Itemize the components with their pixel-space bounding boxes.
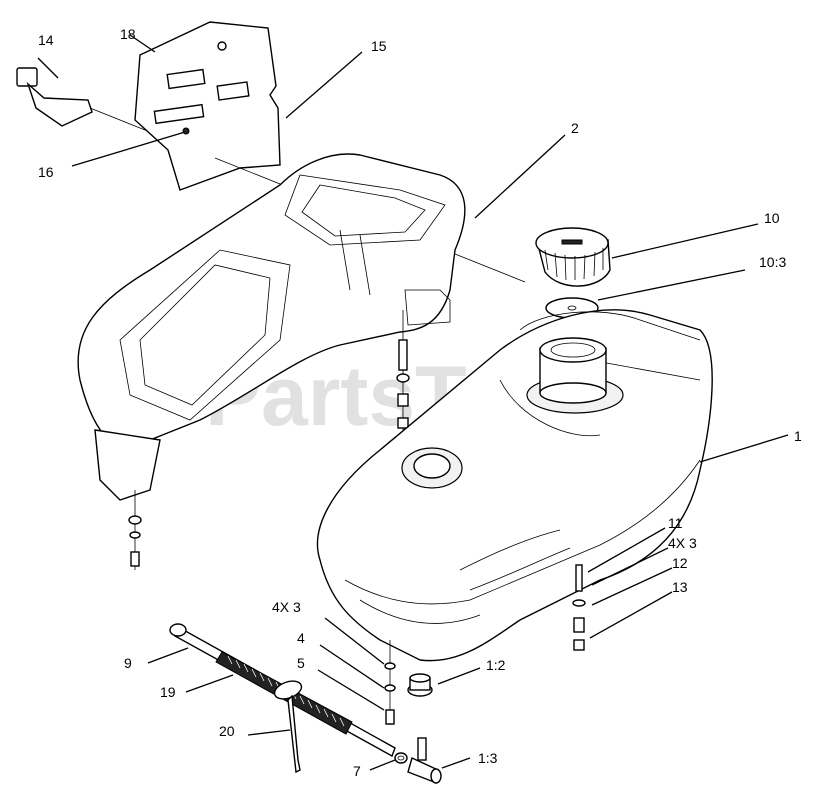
- leader-5: [317, 669, 385, 711]
- part-20-cable-tie: [273, 680, 303, 774]
- callout-9: 9: [124, 655, 132, 671]
- leader-13: [589, 591, 673, 639]
- leader-4x3-right: [591, 547, 669, 586]
- callout-16: 16: [38, 164, 54, 180]
- leader-9: [147, 647, 189, 664]
- callout-13: 13: [672, 579, 688, 595]
- callout-11: 11: [668, 515, 683, 531]
- leader-10: [611, 223, 759, 259]
- part-1-3-shutoff-valve: [407, 737, 442, 784]
- part-1-2-grommet: [407, 673, 433, 697]
- callout-1: 1: [794, 428, 802, 444]
- tank-hardware-right: [572, 564, 586, 651]
- leader-11: [587, 527, 666, 573]
- leader-2: [474, 134, 566, 219]
- leader-1-2: [437, 667, 481, 685]
- part-2-console-shell: [77, 153, 466, 501]
- callout-18: 18: [120, 26, 136, 42]
- leader-4x3-left: [324, 617, 385, 665]
- callout-4: 4: [297, 630, 305, 646]
- part-18-cover-plate: [129, 21, 281, 191]
- callout-1-3: 1:3: [478, 750, 498, 766]
- callout-19: 19: [160, 684, 176, 700]
- callout-10-3: 10:3: [759, 254, 786, 270]
- callout-1-2: 1:2: [486, 657, 506, 673]
- leader-20: [247, 729, 291, 736]
- callout-2: 2: [571, 120, 579, 136]
- callout-14: 14: [38, 32, 54, 48]
- callout-5: 5: [297, 655, 305, 671]
- leader-4: [319, 644, 385, 689]
- leader-7: [369, 759, 396, 771]
- part-1-filler-neck: [526, 337, 624, 414]
- part-16-screw: [182, 127, 190, 135]
- leader-15: [285, 51, 363, 119]
- callout-15: 15: [371, 38, 387, 54]
- console-hardware-right: [396, 310, 410, 430]
- callout-4x3-right: 4X 3: [668, 535, 697, 551]
- callout-20: 20: [219, 723, 235, 739]
- leader-19: [185, 674, 234, 693]
- tank-hardware-left: [384, 640, 396, 725]
- console-hardware-left: [128, 490, 142, 570]
- leader-10-3: [597, 269, 746, 301]
- leader-12: [591, 567, 673, 606]
- leader-1-3: [441, 757, 471, 769]
- leader-1: [699, 434, 789, 463]
- part-10-fuel-cap: [535, 227, 611, 287]
- leader-16: [71, 131, 186, 167]
- callout-4x3-left: 4X 3: [272, 599, 301, 615]
- callout-12: 12: [672, 555, 688, 571]
- callout-7: 7: [353, 763, 361, 779]
- part-7-hose-clamp: [394, 752, 408, 764]
- callout-10: 10: [764, 210, 780, 226]
